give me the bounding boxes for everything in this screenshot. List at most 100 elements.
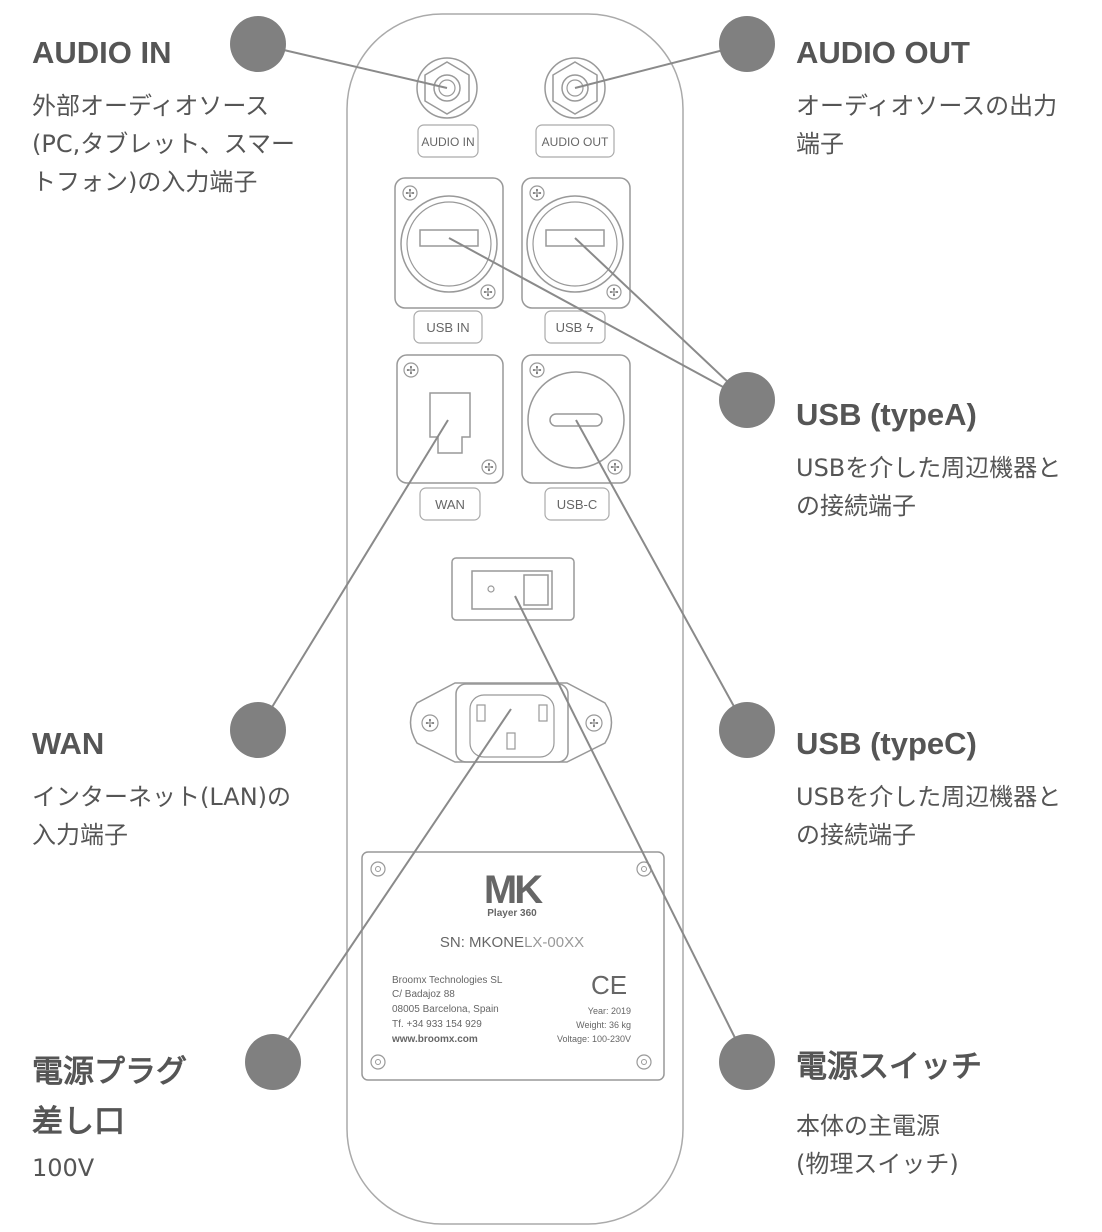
serial-prefix: SN: MKONE (440, 934, 524, 951)
callout-desc: 外部オーディオソース (PC,タブレット、スマー トフォン)の入力端子 (32, 87, 295, 201)
audio-in-jack (416, 57, 478, 119)
desc-line: 100V (32, 1154, 95, 1182)
nameplate-serial: SN: MKONELX-00XX (440, 934, 584, 951)
desc-line: 本体の主電源 (796, 1112, 940, 1140)
callout-title: WAN (32, 726, 105, 761)
company-line-2: C/ Badajoz 88 (392, 989, 455, 1000)
ce-mark: CE (591, 970, 627, 1000)
callout-title: 電源プラグ 差し口 (32, 1047, 187, 1147)
nameplate (361, 851, 665, 1081)
callout-usb-a: USB (typeA) USBを介した周辺機器と の接続端子 (796, 395, 1061, 525)
usb-c-tag (544, 487, 610, 521)
marker-usb-a (719, 372, 775, 428)
desc-line: (物理スイッチ) (796, 1150, 959, 1178)
callout-desc: 本体の主電源 (物理スイッチ) (796, 1107, 982, 1183)
leader-line-audio-in (257, 43, 448, 89)
nameplate-logo: MK (484, 868, 543, 912)
audio-in-port-label: AUDIO IN (421, 135, 474, 149)
callout-desc: インターネット(LAN)の 入力端子 (32, 778, 291, 854)
marker-power-plug (245, 1034, 301, 1090)
callout-title: USB (typeC) (796, 726, 977, 761)
audio-out-port-label: AUDIO OUT (542, 135, 609, 149)
usb-power-tag (544, 310, 606, 344)
desc-line: の接続端子 (796, 492, 916, 520)
callout-title: 電源スイッチ (796, 1049, 982, 1084)
spec-voltage: Voltage: 100-230V (557, 1034, 631, 1044)
company-line-1: Broomx Technologies SL (392, 975, 503, 986)
callout-usb-c: USB (typeC) USBを介した周辺機器と の接続端子 (796, 724, 1061, 854)
callout-power-switch: 電源スイッチ 本体の主電源 (物理スイッチ) (796, 1047, 982, 1183)
leader-line-usb-in (448, 237, 748, 401)
leader-lines (257, 43, 748, 1063)
svg-text:✢: ✢ (406, 365, 415, 377)
usb-power-port-label: USB (556, 320, 583, 335)
desc-line: オーディオソースの出力 (796, 92, 1058, 120)
callout-desc: オーディオソースの出力 端子 (796, 87, 1057, 163)
usb-in-port-label: USB IN (426, 320, 469, 335)
desc-line: USBを介した周辺機器と (796, 454, 1062, 482)
callout-title: AUDIO IN (32, 35, 172, 70)
marker-audio-in (230, 16, 286, 72)
callout-title: USB (typeA) (796, 397, 977, 432)
title-line: 差し口 (32, 1104, 125, 1139)
company-line-3: 08005 Barcelona, Spain (392, 1004, 499, 1015)
svg-text:✢: ✢ (609, 287, 618, 299)
callout-desc: USBを介した周辺機器と の接続端子 (796, 449, 1061, 525)
desc-line: (PC,タブレット、スマー (32, 130, 296, 158)
svg-text:✢: ✢ (589, 718, 598, 730)
callout-power-plug: 電源プラグ 差し口 100V (32, 1047, 187, 1187)
svg-text:✢: ✢ (425, 718, 434, 730)
audio-in-tag (417, 124, 479, 158)
desc-line: トフォン)の入力端子 (32, 168, 258, 196)
svg-text:✢: ✢ (484, 462, 493, 474)
svg-text:✢: ✢ (405, 188, 414, 200)
callout-title: AUDIO OUT (796, 35, 970, 70)
usb-power-port: ✢ ✢ (521, 177, 631, 309)
wan-tag (419, 487, 481, 521)
callout-desc: USBを介した周辺機器と の接続端子 (796, 778, 1061, 854)
wan-port: ✢ ✢ (396, 354, 504, 484)
device-body-outline (346, 13, 684, 1225)
spec-year: Year: 2019 (588, 1006, 631, 1016)
callout-audio-in: AUDIO IN 外部オーディオソース (PC,タブレット、スマー トフォン)の… (32, 33, 295, 201)
marker-usb-c (719, 702, 775, 758)
leader-line-usb-c (575, 419, 748, 731)
desc-line: 外部オーディオソース (32, 92, 270, 120)
leader-line-audio-out (574, 43, 748, 89)
desc-line: インターネット(LAN)の (32, 783, 292, 811)
power-inlet: ✢ ✢ (409, 682, 613, 763)
marker-wan (230, 702, 286, 758)
leader-line-power-switch (514, 595, 748, 1063)
nameplate-model: Player 360 (487, 908, 537, 919)
svg-text:✢: ✢ (483, 287, 492, 299)
audio-out-tag (535, 124, 615, 158)
serial-suffix: LX-00XX (524, 934, 584, 951)
marker-audio-out (719, 16, 775, 72)
desc-line: USBを介した周辺機器と (796, 783, 1062, 811)
power-switch (451, 557, 575, 621)
desc-line: 入力端子 (32, 821, 128, 849)
callout-desc: 100V (32, 1149, 187, 1187)
svg-text:✢: ✢ (532, 188, 541, 200)
usb-in-port: ✢ ✢ (394, 177, 504, 309)
lightning-icon: ϟ (587, 320, 594, 335)
leader-line-wan (257, 419, 449, 731)
spec-weight: Weight: 36 kg (576, 1020, 631, 1030)
desc-line: 端子 (796, 130, 844, 158)
wan-port-label: WAN (435, 497, 465, 512)
leader-line-power-plug (272, 708, 512, 1063)
company-line-4: Tf. +34 933 154 929 (392, 1019, 482, 1030)
svg-text:✢: ✢ (610, 462, 619, 474)
callout-audio-out: AUDIO OUT オーディオソースの出力 端子 (796, 33, 1057, 163)
leader-line-usb-power (574, 237, 748, 401)
company-website: www.broomx.com (391, 1034, 478, 1045)
usb-c-port: ✢ ✢ (521, 354, 631, 484)
title-line: 電源プラグ (32, 1054, 187, 1089)
callout-wan: WAN インターネット(LAN)の 入力端子 (32, 724, 291, 854)
usb-c-port-label: USB-C (557, 497, 597, 512)
markers (230, 16, 775, 1090)
svg-text:✢: ✢ (532, 365, 541, 377)
usb-in-tag (413, 310, 483, 344)
marker-power-switch (719, 1034, 775, 1090)
